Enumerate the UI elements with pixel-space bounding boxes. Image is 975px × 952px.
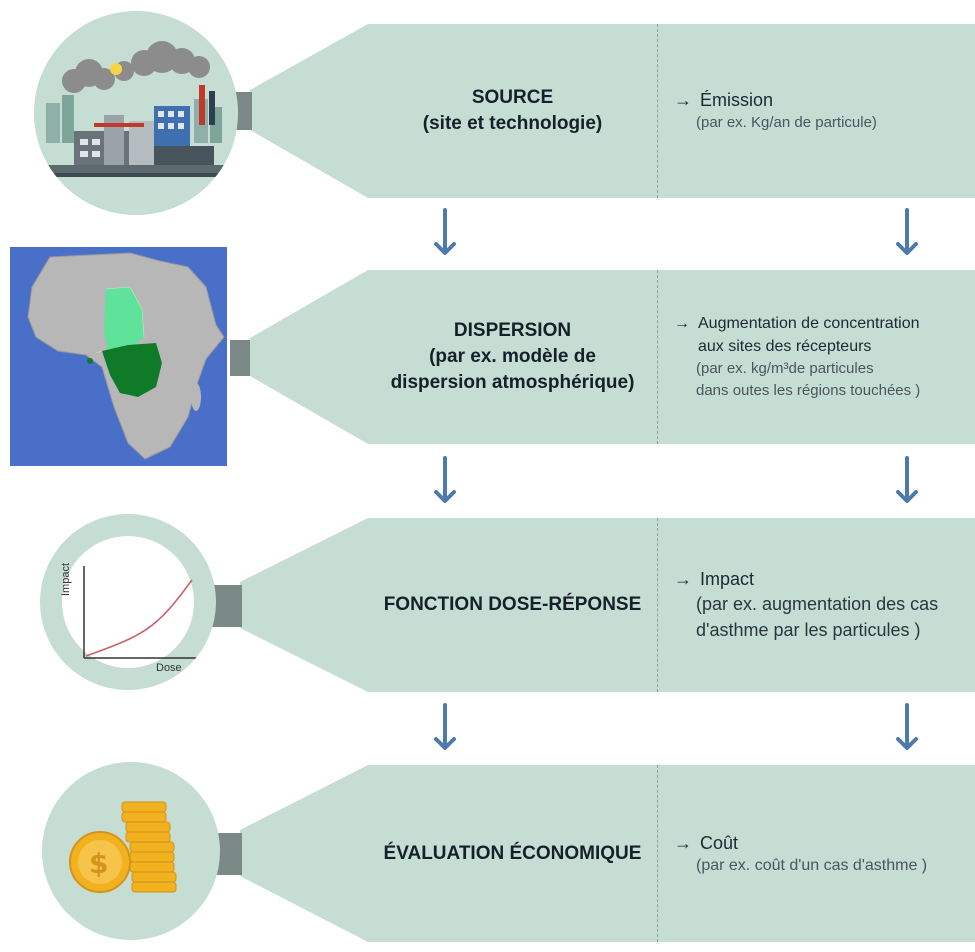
panel-dispersion: DISPERSION (par ex. modèle de dispersion…	[368, 270, 975, 444]
impact-heading: → Impact	[674, 567, 967, 591]
concentration-example-line-2: dans outes les régions touchées )	[696, 382, 921, 399]
dispersion-title: DISPERSION (par ex. modèle de dispersion…	[368, 318, 657, 396]
cost-heading: → Coût	[674, 831, 967, 855]
emission-heading: → Émission	[674, 88, 967, 112]
economic-title: ÉVALUATION ÉCONOMIQUE	[368, 841, 657, 867]
panel-divider	[657, 765, 658, 942]
impact-example-line-2: d'asthme par les particules )	[696, 620, 921, 640]
source-output: → Émission (par ex. Kg/an de particule)	[674, 88, 967, 134]
dispersion-title-line-3: dispersion atmosphérique)	[390, 372, 635, 393]
right-arrow-icon: →	[674, 315, 690, 332]
down-arrow-left-1	[434, 208, 456, 255]
source-title: SOURCE (site et technologie)	[368, 85, 657, 137]
down-arrow-right-2	[896, 456, 918, 503]
impact-output: → Impact (par ex. augmentation des cas d'…	[674, 567, 967, 643]
impact-label: Impact	[700, 569, 755, 589]
panel-source: SOURCE (site et technologie) → Émission (…	[368, 24, 975, 198]
impact-example-line-1: (par ex. augmentation des cas	[696, 594, 939, 614]
panel-divider	[657, 518, 658, 692]
cost-example: (par ex. coût d'un cas d'asthme )	[696, 856, 928, 874]
down-arrow-left-2	[434, 456, 456, 503]
source-title-line-2: (site et technologie)	[422, 113, 603, 134]
right-arrow-icon: →	[674, 832, 692, 853]
dispersion-title-line-1: DISPERSION	[453, 320, 572, 341]
dose-response-graph-icon: Impact Dose	[40, 514, 216, 690]
emission-example: (par ex. Kg/an de particule)	[696, 114, 877, 131]
cost-output: → Coût (par ex. coût d'un cas d'asthme )	[674, 831, 967, 877]
dose-response-title: FONCTION DOSE-RÉPONSE	[368, 592, 657, 618]
right-arrow-icon: →	[674, 569, 692, 589]
panel-divider	[657, 24, 658, 198]
graph-xlabel: Dose	[156, 662, 182, 674]
down-arrow-right-1	[896, 208, 918, 255]
concentration-label-line-2: aux sites des récepteurs	[698, 338, 872, 355]
dose-response-title-line-1: FONCTION DOSE-RÉPONSE	[383, 594, 642, 615]
funnel-row-4	[240, 765, 368, 942]
coins-icon: $	[42, 762, 220, 940]
funnel-row-1	[250, 24, 368, 198]
connector-row-2	[230, 340, 250, 376]
funnel-row-2	[250, 270, 368, 444]
source-title-line-1: SOURCE	[471, 87, 554, 108]
economic-title-line-1: ÉVALUATION ÉCONOMIQUE	[383, 842, 642, 864]
africa-map-icon	[10, 247, 227, 466]
down-arrow-left-3	[434, 703, 456, 750]
emission-label: Émission	[700, 90, 774, 110]
down-arrow-right-3	[896, 703, 918, 750]
dollar-symbol: $	[89, 847, 109, 880]
funnel-row-3	[240, 518, 368, 692]
dispersion-title-line-2: (par ex. modèle de	[429, 346, 596, 367]
graph-ylabel: Impact	[60, 562, 72, 596]
right-arrow-icon: →	[674, 90, 692, 110]
dispersion-output: → Augmentation de concentration aux sites…	[674, 312, 967, 402]
concentration-label-line-1: Augmentation de concentration	[698, 315, 920, 332]
panel-divider	[657, 270, 658, 444]
concentration-example-line-1: (par ex. kg/m³de particules	[696, 360, 874, 377]
concentration-heading: → Augmentation de concentration	[674, 312, 967, 335]
cost-label: Coût	[700, 832, 739, 853]
factory-icon	[34, 11, 238, 215]
panel-economic: ÉVALUATION ÉCONOMIQUE → Coût (par ex. coû…	[368, 765, 975, 942]
panel-dose-response: FONCTION DOSE-RÉPONSE → Impact (par ex. a…	[368, 518, 975, 692]
